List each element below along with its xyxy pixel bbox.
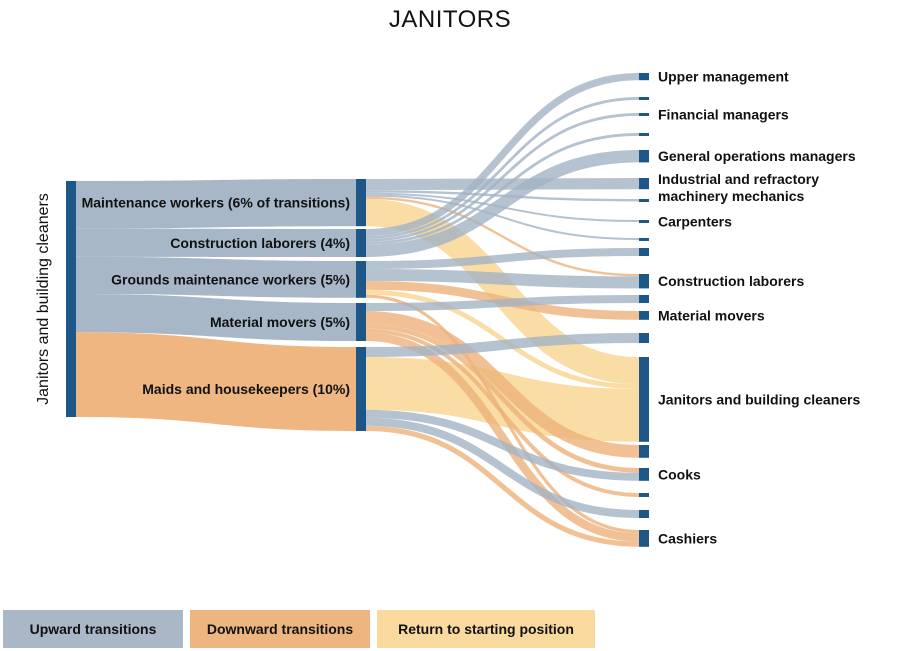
target-node-label: Material movers <box>658 307 765 323</box>
link-up <box>365 113 640 242</box>
target-node-label: Financial managers <box>658 107 789 123</box>
middle-node-label: Grounds maintenance workers (5%) <box>111 271 350 287</box>
links-layer <box>76 73 640 547</box>
target-node <box>639 97 649 100</box>
middle-node-M <box>356 179 366 227</box>
middle-node-CL <box>356 229 366 257</box>
target-node <box>639 445 649 458</box>
target-node-label: Cashiers <box>658 530 717 546</box>
band-G <box>76 256 356 298</box>
link-up <box>365 409 640 481</box>
link-up <box>365 248 640 269</box>
link-up <box>365 97 640 239</box>
nodes-layer <box>66 73 649 547</box>
link-return <box>365 289 640 389</box>
target-node <box>639 530 649 547</box>
target-node-label: General operations managers <box>658 148 856 164</box>
link-up <box>365 194 640 240</box>
labels-layer: Janitors and building cleaners Maintenanc… <box>35 69 860 547</box>
target-node <box>639 493 649 497</box>
target-node-label: Cooks <box>658 466 701 482</box>
middle-node-label: Material movers (5%) <box>210 314 350 330</box>
link-up <box>365 333 640 357</box>
middle-node-MH <box>356 347 366 431</box>
target-node-label: Carpenters <box>658 214 732 230</box>
middle-node-label: Construction laborers (4%) <box>170 235 350 251</box>
link-down <box>365 196 640 277</box>
target-node <box>639 133 649 136</box>
target-node <box>639 468 649 481</box>
target-node <box>639 73 649 81</box>
link-up <box>365 150 640 257</box>
middle-node-MM <box>356 303 366 341</box>
band-MM <box>76 293 356 341</box>
target-node <box>639 199 649 202</box>
sankey-svg: Janitors and building cleaners Maintenanc… <box>35 69 860 547</box>
source-node <box>66 181 76 417</box>
link-up <box>365 295 640 311</box>
link-down <box>365 328 640 497</box>
link-return <box>365 199 640 385</box>
link-up <box>365 269 640 289</box>
middle-node-label: Maintenance workers (6% of transitions) <box>82 195 350 211</box>
middle-node-label: Maids and housekeepers (10%) <box>142 381 350 397</box>
target-node <box>639 150 649 163</box>
link-up <box>365 190 640 202</box>
link-up <box>365 133 640 245</box>
target-node-label: Construction laborers <box>658 273 804 289</box>
target-node <box>639 357 649 442</box>
legend-downward: Downward transitions <box>190 610 370 648</box>
link-down <box>365 425 640 547</box>
link-up <box>365 417 640 518</box>
target-node <box>639 178 649 190</box>
middle-node-G <box>356 261 366 298</box>
link-up <box>365 178 640 191</box>
link-down <box>365 323 640 473</box>
source-node-label: Janitors and building cleaners <box>35 193 52 405</box>
target-node <box>639 220 649 223</box>
legend-return: Return to starting position <box>377 610 595 648</box>
target-node <box>639 510 649 518</box>
target-node <box>639 274 649 289</box>
chart-title: JANITORS <box>388 6 512 33</box>
band-CL <box>76 228 356 257</box>
target-node <box>639 113 649 116</box>
band-M <box>76 179 356 229</box>
target-node <box>639 248 649 256</box>
target-node <box>639 295 649 303</box>
target-node <box>639 238 649 241</box>
target-node-label: Upper management <box>658 69 789 85</box>
target-node <box>639 333 649 343</box>
target-node <box>639 311 649 320</box>
legend-upward: Upward transitions <box>3 610 183 648</box>
link-down <box>365 311 640 458</box>
band-MH <box>76 332 356 431</box>
target-node-label: Janitors and building cleaners <box>658 391 860 407</box>
link-up <box>365 73 640 237</box>
